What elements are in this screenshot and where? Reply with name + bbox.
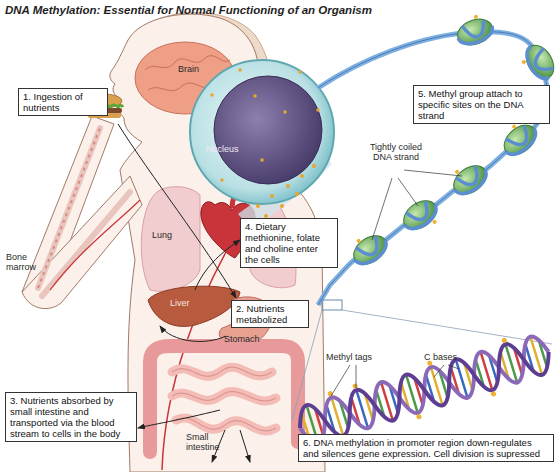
step-text: 2. Nutrients metabolized [236,303,304,325]
histone [498,119,541,161]
nutrient-dot [286,184,290,188]
methyl-tag [473,14,478,19]
nutrient-dot [283,110,287,114]
arm-bone [42,192,130,296]
liver [148,286,240,326]
step-text: 1. Ingestion of nutrients [23,91,103,113]
part-label: Tightly coiled DNA strand [360,142,432,163]
dna-wrap [400,196,441,233]
nucleus [214,76,322,184]
part-label: Stomach [224,334,260,344]
methyl-tag [454,169,460,175]
blood-vessel [50,200,140,290]
nutrient-dot [270,194,274,198]
nucleosome [517,40,558,85]
dna-fibre-edge [318,32,547,305]
methyl-tag [501,337,507,343]
nutrient-dot [253,94,257,98]
diagram-title: DNA Methylation: Essential for Normal Fu… [5,4,372,16]
zoom-box [322,300,342,310]
dna-fibre [318,32,547,305]
lung [141,187,200,292]
nutrient-dot [256,204,260,208]
step-text: 6. DNA methylation in promoter region do… [303,437,549,459]
nucleosome [453,11,496,50]
dna-wrap [500,121,541,160]
flow-arrow [138,410,220,428]
nucleosome [446,157,492,201]
nutrient-dot [295,192,299,196]
large-intestine [150,346,298,452]
histone [348,230,391,270]
process-box: 1. Ingestion of nutrients [18,88,108,116]
histone [521,40,558,83]
part-label: Methyl tags [326,352,372,362]
leader-line [398,178,418,206]
base-pair [300,337,542,446]
process-box: 6. DNA methylation in promoter region do… [298,434,554,462]
histone [454,15,496,50]
flow-arrow [195,240,240,290]
leader-line [356,365,357,388]
leader-line [331,365,350,396]
dna-wrap [522,41,558,82]
small-intestine [172,367,276,431]
step-text: 3. Nutrients absorbed by small intestine… [10,395,132,439]
part-label: C bases [424,352,457,362]
methyl-tag [416,414,422,420]
nutrient-dot [260,158,264,162]
part-label: Brain [178,64,199,74]
leader-line [404,170,462,176]
zoom-line [342,310,552,344]
bone-marrow [38,128,100,288]
process-box: 4. Dietary methionine, folate and cholin… [240,218,338,268]
dna-wrap [350,231,391,268]
methyl-tag [521,59,526,64]
methyl-tag [432,219,438,225]
step-text: 4. Dietary methionine, folate and cholin… [245,221,333,265]
leader-line [448,365,459,369]
nutrient-dot [280,204,284,208]
methyl-tag [356,238,362,244]
nutrient-dot [238,68,242,72]
cell [190,60,334,204]
leader-line [434,365,444,377]
process-box: 2. Nutrients metabolized [231,300,309,328]
nucleosome [346,227,392,271]
process-box: 3. Nutrients absorbed by small intestine… [5,392,137,442]
methyl-tag [352,383,358,389]
base-pair [307,335,549,444]
nutrient-dot [210,93,214,97]
step-text: 5. Methyl group attach to specific sites… [418,88,545,121]
histone [448,160,491,200]
histone [398,195,441,235]
dna-wrap [450,161,491,198]
leader-line [372,178,392,240]
nutrient-dot [298,70,302,74]
nutrient-dot [312,164,316,168]
dna-backbone [294,333,554,447]
small-intestine-edge [172,367,276,431]
part-label: Small intestine [186,432,234,453]
flow-arrow [160,326,226,341]
nutrient-dot [220,178,224,182]
part-label: Bone marrow [6,252,42,273]
methyl-tag [490,391,496,397]
methyl-tag [511,124,517,130]
part-label: Liver [170,298,190,308]
nutrient-dots [210,68,320,218]
dna-wrap [455,16,496,48]
part-label: Nucleus [206,144,239,154]
flow-arrow [240,430,250,462]
nutrient-dot [300,174,304,178]
dna-backbone [294,333,554,447]
nucleosome [398,195,444,239]
nutrient-dot [316,108,320,112]
process-box: 5. Methyl group attach to specific sites… [413,85,550,124]
part-label: Lung [152,230,172,240]
